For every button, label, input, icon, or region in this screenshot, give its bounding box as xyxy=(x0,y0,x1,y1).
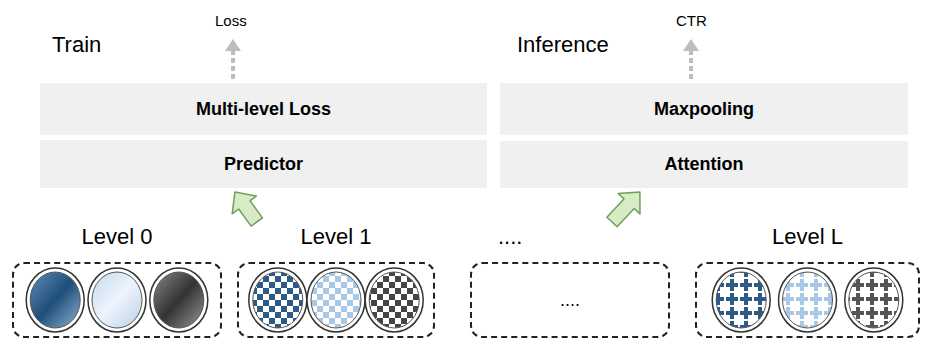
flow-arrow xyxy=(232,192,262,226)
section-label: Train xyxy=(52,32,101,58)
level-group: Level 1 xyxy=(237,222,435,338)
dashed-group-outline: .... xyxy=(470,262,670,338)
model-layer-band: Attention xyxy=(500,141,908,188)
output-arrow xyxy=(225,39,241,79)
level-heading: Level 0 xyxy=(12,222,222,258)
embedding-illustration xyxy=(697,264,918,336)
dashed-group-outline xyxy=(237,262,435,338)
ellipsis-text: .... xyxy=(472,290,668,311)
section-label: Loss xyxy=(215,12,247,29)
layer-name: Predictor xyxy=(224,154,303,175)
layer-name: Maxpooling xyxy=(654,99,754,120)
output-arrow xyxy=(683,39,699,79)
flow-arrow xyxy=(607,192,640,227)
model-layer-band: Predictor xyxy=(40,140,487,188)
level-group: ........ xyxy=(470,222,670,338)
dashed-group-outline xyxy=(695,262,920,338)
level-group: Level L xyxy=(695,222,920,338)
section-label: Inference xyxy=(517,32,609,58)
level-heading: Level 1 xyxy=(237,222,435,258)
model-layer-band: Maxpooling xyxy=(500,83,908,135)
layer-name: Attention xyxy=(665,154,744,175)
dashed-group-outline xyxy=(12,262,222,338)
level-heading: Level L xyxy=(695,222,920,258)
layer-name: Multi-level Loss xyxy=(196,99,331,120)
level-heading: .... xyxy=(470,222,670,258)
embedding-illustration xyxy=(239,264,433,336)
section-label: CTR xyxy=(676,12,707,29)
model-layer-band: Multi-level Loss xyxy=(40,83,487,135)
level-group: Level 0 xyxy=(12,222,222,338)
embedding-illustration xyxy=(14,264,220,336)
